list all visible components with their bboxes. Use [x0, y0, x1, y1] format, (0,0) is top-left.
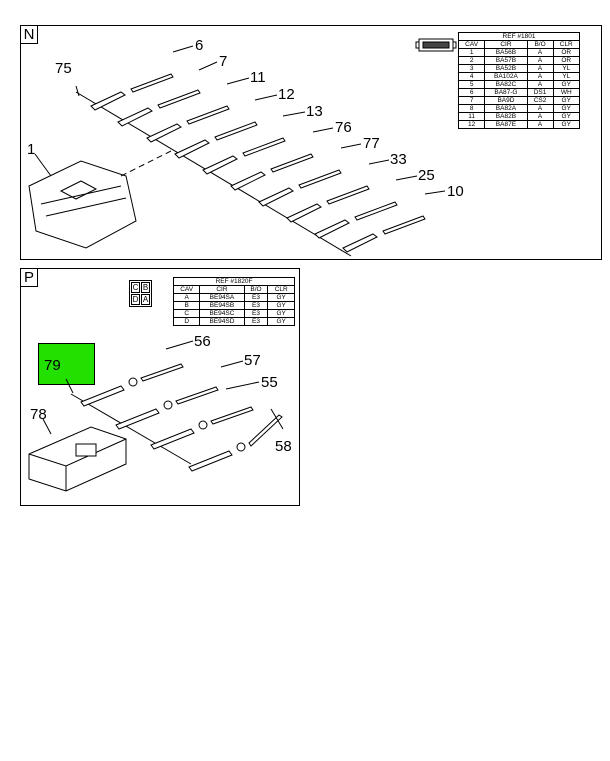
callout-10: 10	[447, 183, 464, 200]
table-cell: OR	[552, 56, 581, 65]
column-header: CAV	[457, 40, 486, 49]
panel-n-drawing: 6 7 11 12 13 76 77 33 25 10 75 1	[27, 37, 464, 257]
callout-7: 7	[219, 53, 227, 70]
table-cell: A	[526, 112, 554, 121]
callout-79-highlight	[38, 343, 95, 385]
table-cell: BA87E	[484, 120, 528, 129]
table-title: REF #1801	[458, 32, 580, 41]
table-cell: BA87-G	[484, 88, 528, 97]
terminal-group	[90, 73, 426, 253]
cavity-c: C	[131, 282, 140, 293]
table-cell: WH	[552, 88, 581, 97]
table-cell: BE94SD	[199, 317, 245, 326]
table-cell: 2	[457, 56, 486, 65]
callout-75: 75	[55, 60, 72, 77]
callout-labels: 6 7 11 12 13 76 77 33 25 10 75 1	[27, 37, 464, 200]
table-cell: BA57B	[484, 56, 528, 65]
table-cell: DS1	[526, 88, 554, 97]
panel-n: N	[20, 25, 602, 260]
table-cell: A	[526, 120, 554, 129]
table-cell: A	[526, 48, 554, 57]
table-cell: 5	[457, 80, 486, 89]
callout-12: 12	[278, 86, 295, 103]
callout-56: 56	[194, 333, 211, 350]
table-cell: GY	[552, 104, 581, 113]
table-cell: 3	[457, 64, 486, 73]
connector-face-icon	[415, 38, 457, 52]
table-cell: OR	[552, 48, 581, 57]
table-cell: A	[526, 104, 554, 113]
table-cell: 11	[457, 112, 486, 121]
cavity-layout-icon: C B D A	[129, 280, 152, 307]
column-header: CLR	[552, 40, 581, 49]
callout-78: 78	[30, 406, 47, 423]
callout-6: 6	[195, 37, 203, 54]
table-cell: BA82C	[484, 80, 528, 89]
table-cell: YL	[552, 64, 581, 73]
callout-58: 58	[275, 438, 292, 455]
callout-1: 1	[27, 141, 35, 158]
table-cell: A	[526, 56, 554, 65]
table-cell: 1	[457, 48, 486, 57]
table-cell: 7	[457, 96, 486, 105]
column-header: CIR	[484, 40, 528, 49]
table-cell: BA52B	[484, 64, 528, 73]
panel-n-label: N	[21, 26, 38, 44]
table-cell: GY	[267, 317, 295, 326]
callout-33: 33	[390, 151, 407, 168]
table-cell: 8	[457, 104, 486, 113]
callout-55: 55	[261, 374, 278, 391]
table-cell: YL	[552, 72, 581, 81]
table-cell: GY	[552, 120, 581, 129]
table-cell: BA82A	[484, 104, 528, 113]
callout-76: 76	[335, 119, 352, 136]
cavity-a: A	[141, 294, 150, 305]
table-cell: A	[526, 72, 554, 81]
cavity-d: D	[131, 294, 140, 305]
table-cell: 4	[457, 72, 486, 81]
table-cell: D	[172, 317, 201, 326]
callout-77: 77	[363, 135, 380, 152]
table-title-row: REF #1801	[458, 32, 580, 41]
table-cell: A	[526, 64, 554, 73]
connector-drawing	[28, 150, 172, 249]
table-cell: 12	[457, 120, 486, 129]
table-cell: 6	[457, 88, 486, 97]
table-cell: BA9D	[484, 96, 528, 105]
table-cell: GY	[552, 96, 581, 105]
table-cell: E3	[243, 317, 269, 326]
callout-11: 11	[250, 69, 266, 86]
callout-79: 79	[44, 357, 61, 374]
table-cell: BA82B	[484, 112, 528, 121]
callout-25: 25	[418, 167, 435, 184]
cavity-b: B	[141, 282, 150, 293]
callout-57: 57	[244, 352, 261, 369]
callout-13: 13	[306, 103, 323, 120]
panel-p-drawing: 79 56 57 55 58 78	[28, 333, 292, 492]
table-cell: BA102A	[484, 72, 528, 81]
table-cell: GY	[552, 112, 581, 121]
table-cell: A	[526, 80, 554, 89]
column-header: B/O	[526, 40, 554, 49]
table-cell: CS2	[526, 96, 554, 105]
panel-p-label: P	[21, 269, 38, 287]
table-cell: GY	[552, 80, 581, 89]
table-cell: BA56B	[484, 48, 528, 57]
